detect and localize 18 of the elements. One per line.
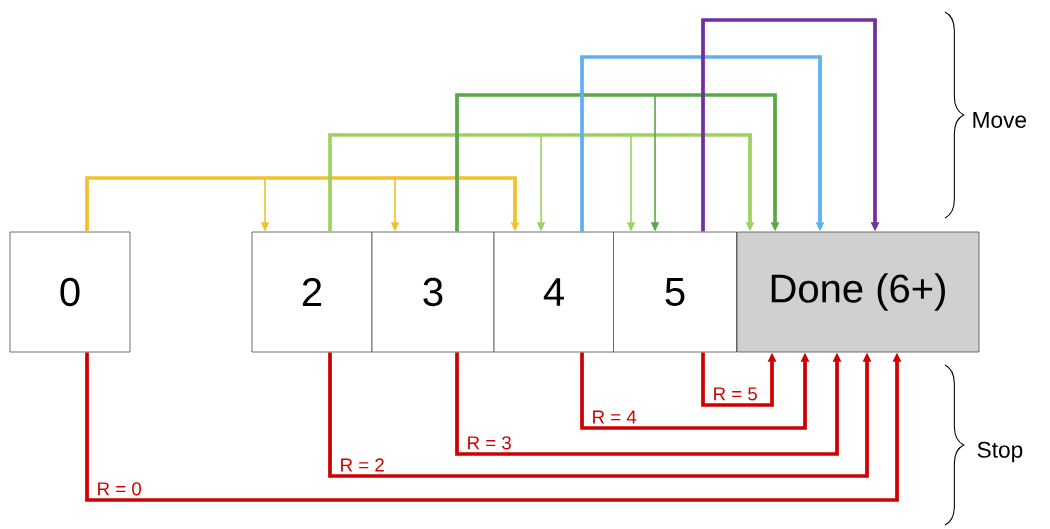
state-box: 4 [493, 231, 615, 353]
edge-label: R = 5 [714, 387, 757, 401]
brace-label: Move [973, 112, 1027, 128]
edge-label: R = 2 [341, 458, 384, 472]
arrow [580, 55, 825, 232]
state-box: 5 [613, 231, 737, 353]
edge-label: R = 3 [468, 436, 511, 450]
arrow [328, 133, 755, 232]
state-box: Done (6+) [736, 231, 980, 353]
arrow [85, 176, 520, 232]
edge-label: R = 4 [593, 410, 637, 424]
state-box: 0 [9, 231, 131, 353]
arrow [701, 18, 880, 232]
brace-label: Stop [977, 441, 1023, 463]
arrow [455, 93, 780, 232]
edge-label: R = 0 [98, 482, 141, 496]
state-box: 3 [371, 231, 495, 353]
state-box: 2 [251, 231, 373, 353]
